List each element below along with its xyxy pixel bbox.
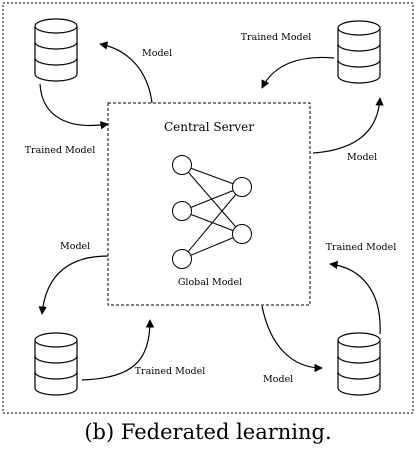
network-node (172, 155, 192, 175)
network-node (232, 177, 252, 197)
arrow-model-to-client-top-right (312, 97, 384, 154)
arrow-trained-model-from-client-bottom-right (329, 260, 381, 335)
network-node (232, 224, 252, 244)
central-server-title: Central Server (164, 120, 254, 134)
label-model-bottom-right: Model (263, 374, 293, 385)
network-node (172, 201, 192, 221)
outer-boundary (2, 2, 414, 414)
arrow-trained-model-from-client-bottom-left (81, 319, 155, 381)
arrow-model-to-client-bottom-left (38, 255, 109, 315)
database-icon (34, 332, 78, 396)
database-icon (337, 20, 381, 84)
database-icon (34, 18, 78, 82)
label-trained-model-top-right: Trained Model (241, 32, 312, 43)
label-model-top-left: Model (142, 48, 172, 59)
arrow-trained-model-from-client-top-right (261, 56, 335, 89)
arrow-model-to-client-bottom-right (261, 305, 323, 373)
database-icon (337, 332, 381, 396)
global-model-network (172, 155, 252, 269)
network-node (172, 249, 192, 269)
arrow-trained-model-from-client-top-left (39, 83, 109, 130)
label-trained-model-bottom-right: Trained Model (326, 242, 397, 253)
figure-caption: (b) Federated learning. (84, 420, 332, 444)
label-trained-model-top-left: Trained Model (25, 145, 96, 156)
arrow-model-to-client-top-left (99, 41, 153, 104)
label-model-top-right: Model (347, 152, 377, 163)
central-server-box (107, 102, 311, 306)
label-trained-model-bottom-left: Trained Model (135, 366, 206, 377)
global-model-label: Global Model (178, 277, 242, 288)
label-model-bottom-left: Model (60, 241, 90, 252)
